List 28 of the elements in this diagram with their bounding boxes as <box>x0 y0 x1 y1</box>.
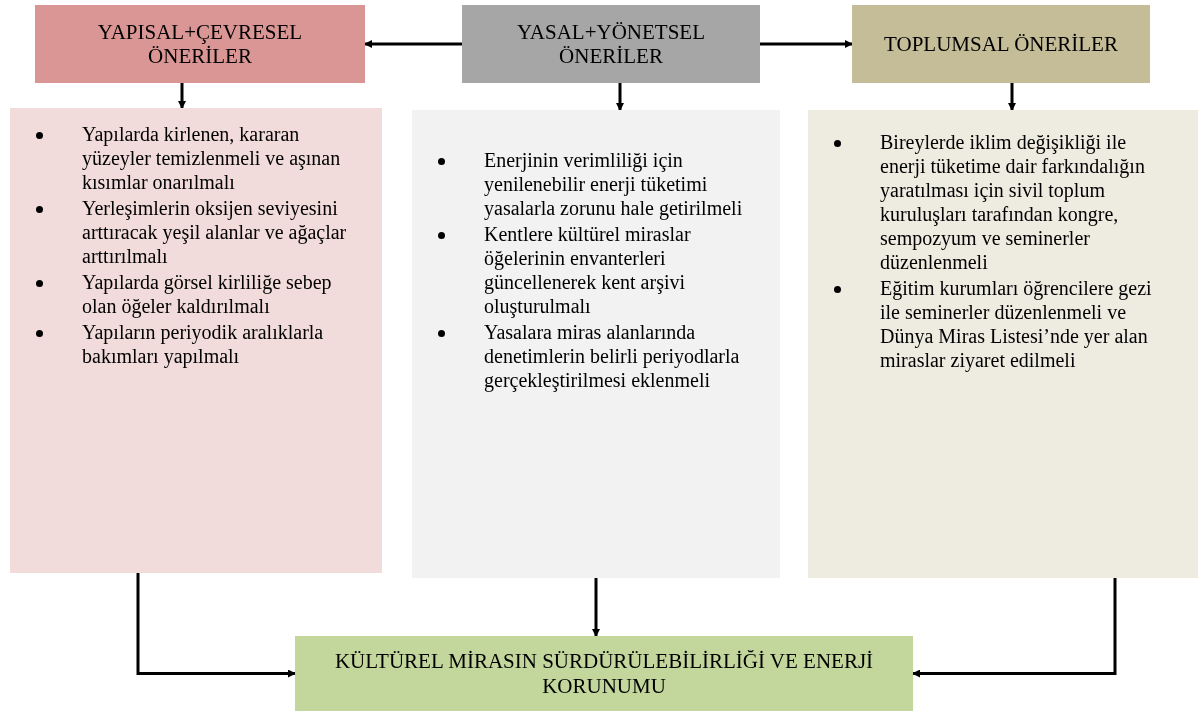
arrow <box>1008 83 1016 111</box>
heading-text: TOPLUMSAL ÖNERİLER <box>884 31 1118 57</box>
text: Kentlere kültürel miraslar öğelerinin envanterleri güncellenerek kent arşivi oluşturulmalı <box>484 223 691 317</box>
arrow <box>912 578 1117 678</box>
heading-text: YASAL+YÖNETSEL ÖNERİLER <box>516 19 706 69</box>
text: Yapılarda kirlenen, kararan yüzeyler temizlenmeli ve aşınan kısımlar onarılmalı <box>82 123 341 193</box>
arrow <box>616 83 624 111</box>
recommendation-panel <box>412 110 780 578</box>
heading-text: YAPISAL+ÇEVRESEL ÖNERİLER <box>96 19 304 69</box>
recommendation-panel <box>10 108 382 573</box>
text: Yerleşimlerin oksijen seviyesini arttıracak yeşil alanlar ve ağaçlar arttırılmalı <box>82 197 347 267</box>
arrow <box>760 40 853 48</box>
arrow <box>136 573 296 678</box>
outcome-box <box>295 636 913 711</box>
category-box <box>852 5 1150 83</box>
text: Eğitim kurumları öğrencilere gezi ile seminerler düzenlenmeli ve Dünya Miras Listesi’nde yer alan miraslar ziyaret edilmeli <box>880 277 1152 371</box>
heading-text: KÜLTÜREL MİRASIN SÜRDÜRÜLEBİLİRLİĞİ VE ENERJİ KORUNUMU <box>333 649 875 698</box>
category-box <box>35 5 365 83</box>
text: Bireylerde iklim değişikliği ile enerji tüketime dair farkındalığın yaratılması için sivil toplum kuruluşları tarafından kongre, sempozyum ve seminerler düzenlenmeli <box>880 131 1145 273</box>
arrow <box>364 40 462 48</box>
text: Yapıların periyodik aralıklarla bakımları yapılmalı <box>82 321 324 367</box>
arrow <box>592 578 600 637</box>
text: Yapılarda görsel kirliliğe sebep olan öğeler kaldırılmalı <box>82 271 332 317</box>
category-box <box>462 5 760 83</box>
text: Enerjinin verimliliği için yenilenebilir enerji tüketimi yasalarla zorunu hale getirilmeli <box>484 149 743 219</box>
recommendation-panel <box>808 110 1198 578</box>
arrow <box>178 83 186 109</box>
text: Yasalara miras alanlarında denetimlerin belirli periyodlarla gerçekleştirilmesi eklenmeli <box>484 321 740 391</box>
